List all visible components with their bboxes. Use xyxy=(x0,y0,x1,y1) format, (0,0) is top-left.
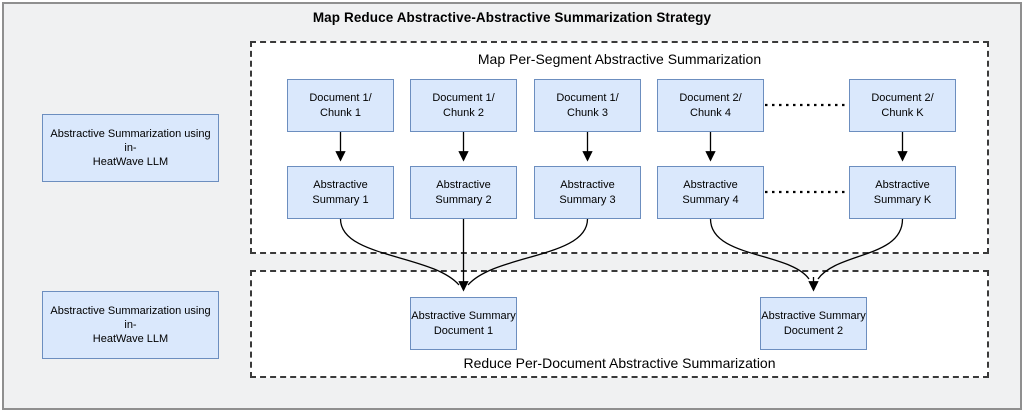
note-label: HeatWave LLM xyxy=(92,156,169,169)
node-label: Abstractive Summary xyxy=(411,310,516,323)
reduce-section-title: Reduce Per-Document Abstractive Summariz… xyxy=(463,355,776,371)
node-label: Chunk 2 xyxy=(443,106,484,119)
node-label: Chunk K xyxy=(881,106,924,119)
node-label: Summary 1 xyxy=(312,193,369,206)
node-label: Summary K xyxy=(873,193,932,206)
summary-node-k: Abstractive Summary K xyxy=(849,166,956,219)
note-label: Abstractive Summarization using in- xyxy=(50,304,211,331)
node-label: Chunk 4 xyxy=(690,106,731,119)
node-label: Document 1 xyxy=(433,324,494,337)
page-title: Map Reduce Abstractive-Abstractive Summa… xyxy=(312,10,712,25)
node-label: Summary 3 xyxy=(559,193,616,206)
summary-node-4: Abstractive Summary 4 xyxy=(657,166,764,219)
node-label: Chunk 1 xyxy=(320,106,361,119)
chunk-node-1: Document 1/ Chunk 1 xyxy=(287,79,394,132)
summary-node-3: Abstractive Summary 3 xyxy=(534,166,641,219)
note-map-llm: Abstractive Summarization using in- Heat… xyxy=(42,114,219,182)
diagram-canvas: Map Reduce Abstractive-Abstractive Summa… xyxy=(2,2,1022,410)
node-label: Summary 4 xyxy=(682,193,739,206)
doc-summary-node-1: Abstractive Summary Document 1 xyxy=(410,297,517,350)
node-label: Document 1/ xyxy=(556,92,619,105)
node-label: Document 2 xyxy=(783,324,844,337)
summary-node-2: Abstractive Summary 2 xyxy=(410,166,517,219)
chunk-node-3: Document 1/ Chunk 3 xyxy=(534,79,641,132)
node-label: Abstractive Summary xyxy=(761,310,866,323)
node-label: Abstractive xyxy=(436,179,491,192)
node-label: Abstractive xyxy=(313,179,368,192)
node-label: Document 2/ xyxy=(679,92,742,105)
node-label: Summary 2 xyxy=(435,193,492,206)
chunk-node-4: Document 2/ Chunk 4 xyxy=(657,79,764,132)
node-label: Abstractive xyxy=(560,179,615,192)
note-label: HeatWave LLM xyxy=(92,333,169,346)
chunk-node-2: Document 1/ Chunk 2 xyxy=(410,79,517,132)
node-label: Document 1/ xyxy=(309,92,372,105)
node-label: Chunk 3 xyxy=(567,106,608,119)
note-label: Abstractive Summarization using in- xyxy=(50,127,211,154)
note-reduce-llm: Abstractive Summarization using in- Heat… xyxy=(42,291,219,359)
node-label: Abstractive xyxy=(683,179,738,192)
map-section: Map Per-Segment Abstractive Summarizatio… xyxy=(250,41,989,254)
node-label: Document 1/ xyxy=(432,92,495,105)
map-section-title: Map Per-Segment Abstractive Summarizatio… xyxy=(477,51,762,67)
summary-node-1: Abstractive Summary 1 xyxy=(287,166,394,219)
node-label: Abstractive xyxy=(875,179,930,192)
chunk-node-k: Document 2/ Chunk K xyxy=(849,79,956,132)
node-label: Document 2/ xyxy=(871,92,934,105)
doc-summary-node-2: Abstractive Summary Document 2 xyxy=(760,297,867,350)
reduce-section: Reduce Per-Document Abstractive Summariz… xyxy=(250,270,989,378)
